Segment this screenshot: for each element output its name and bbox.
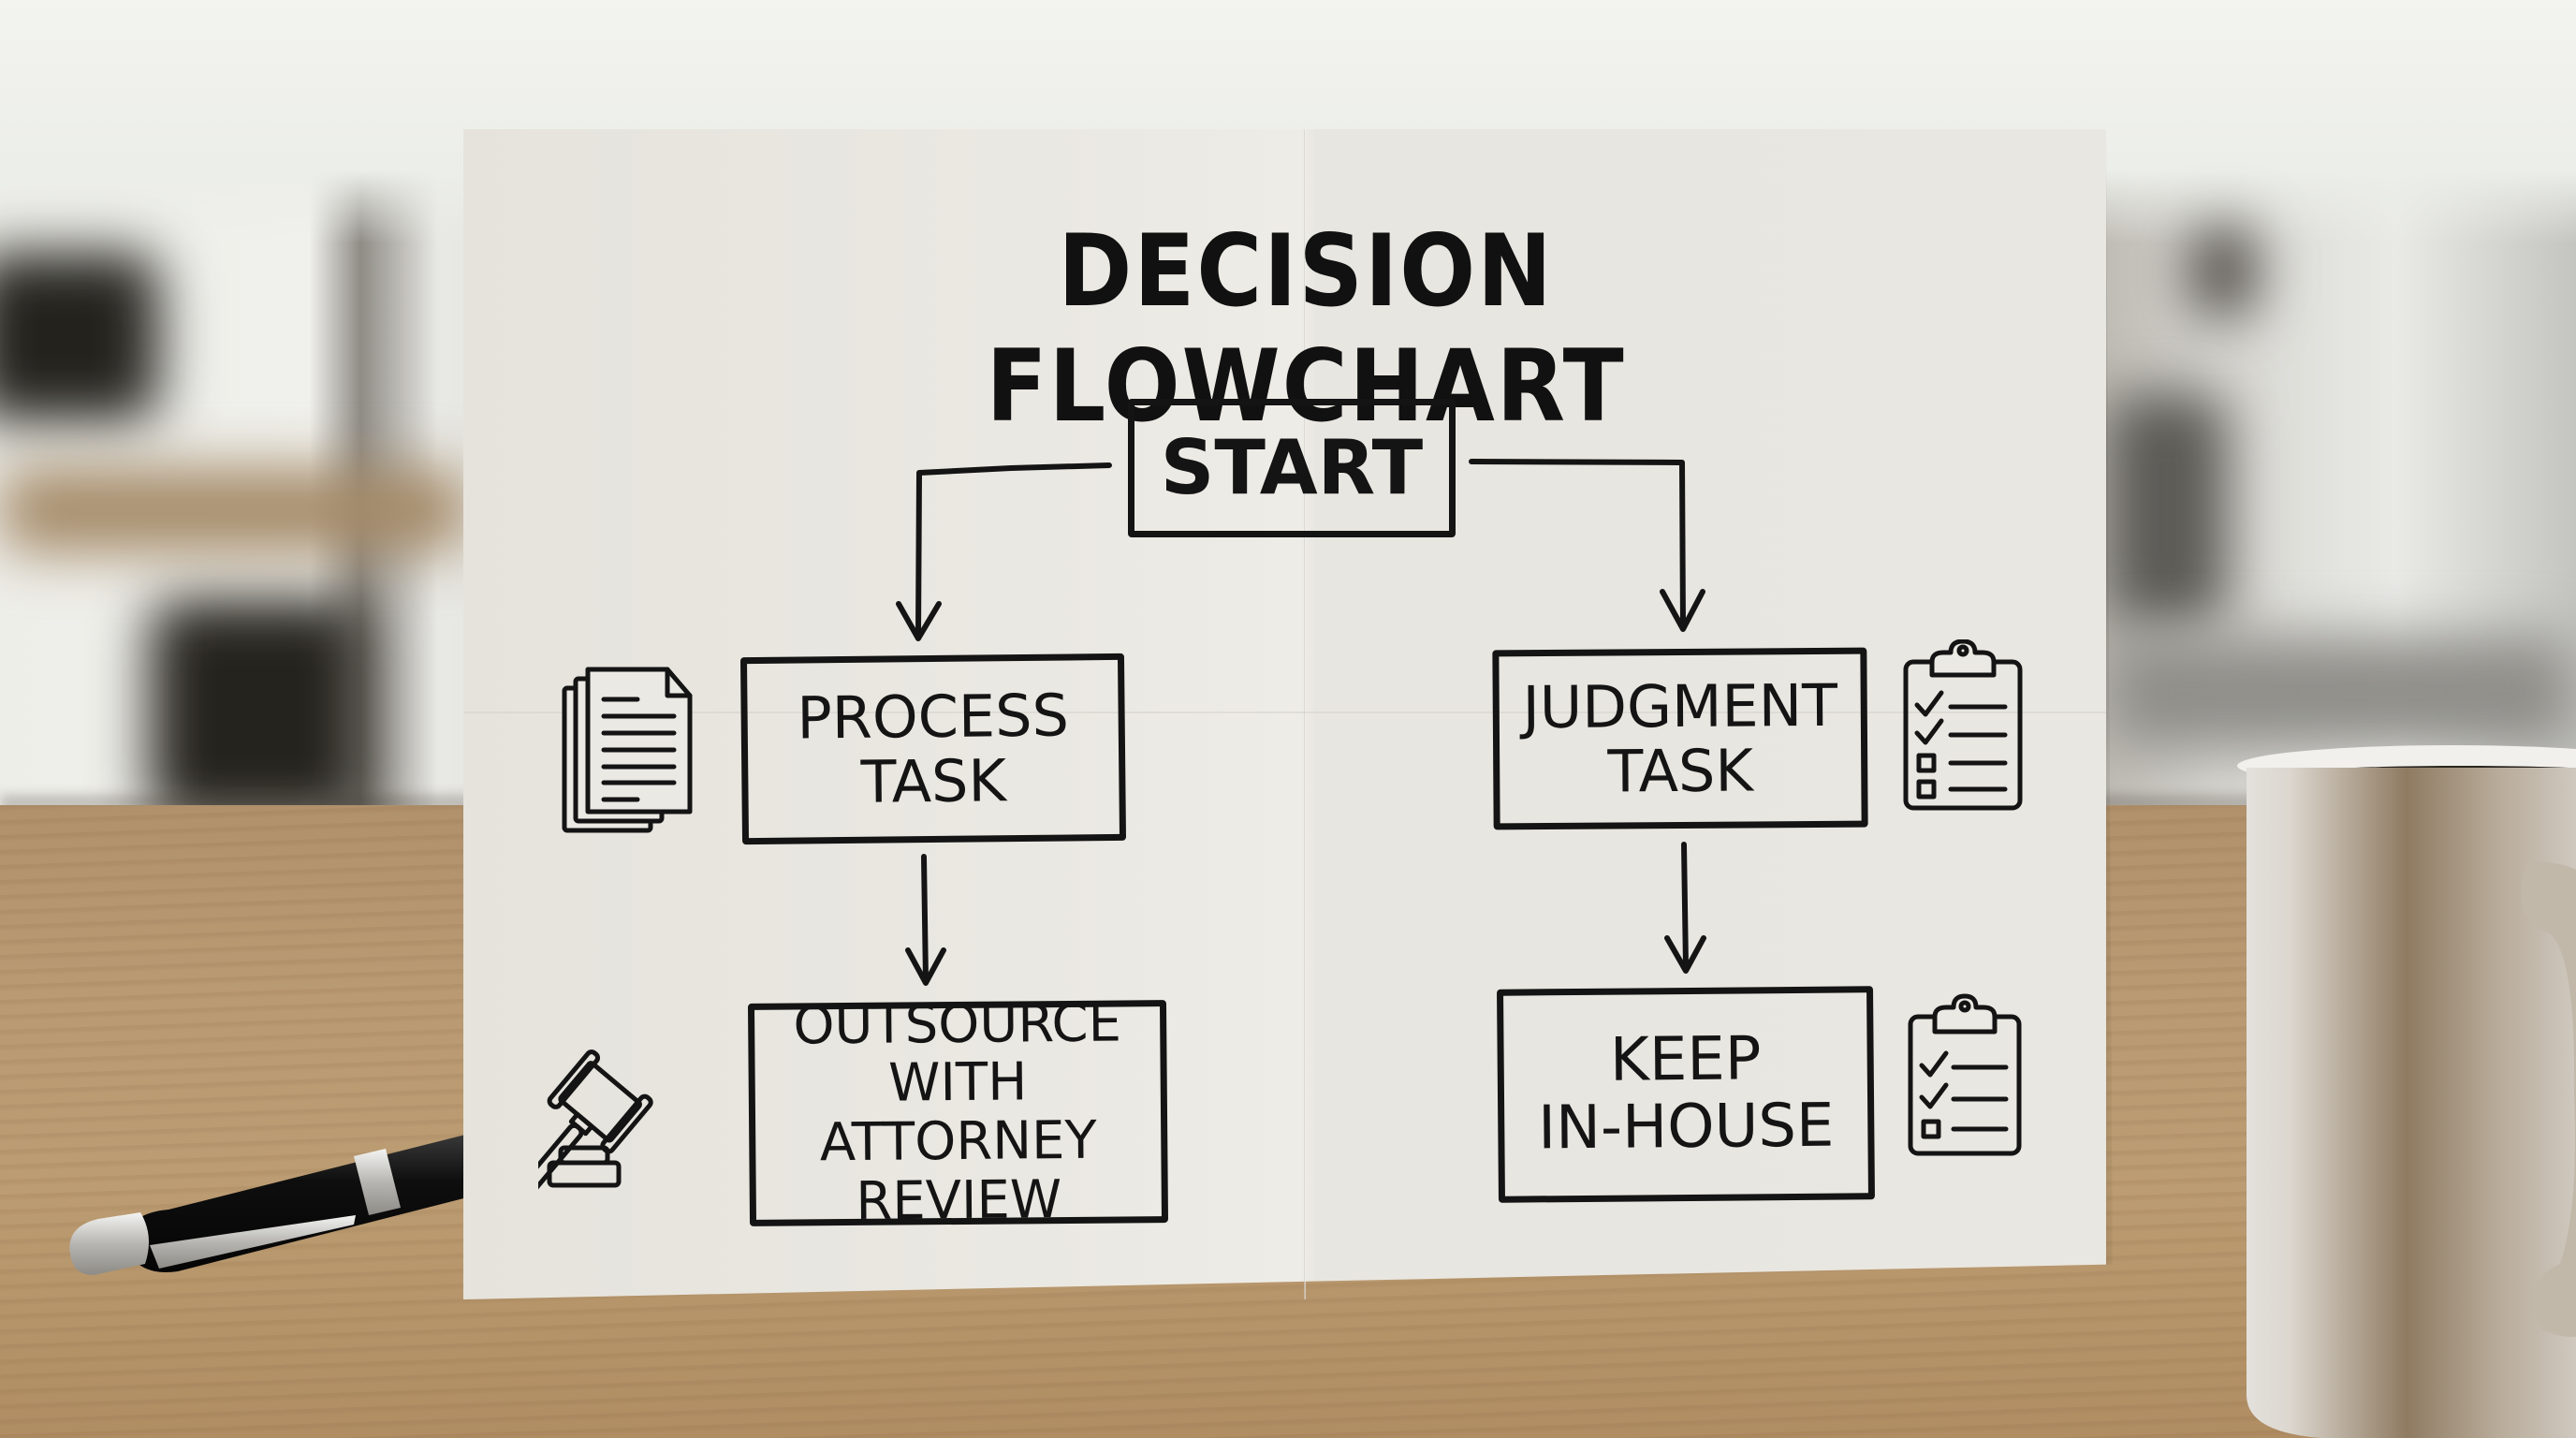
node-process-task-line2: TASK (860, 746, 1007, 816)
node-keep-line2: IN-HOUSE (1537, 1091, 1835, 1164)
clipboard-checklist-icon (1908, 993, 2022, 1156)
node-outsource-line2: WITH ATTORNEY (819, 1051, 1097, 1174)
node-outsource-line3: REVIEW (856, 1168, 1062, 1232)
background-furniture-right (2106, 393, 2228, 627)
document-stack-icon (562, 667, 693, 833)
paper-fold-vertical (1304, 129, 1306, 1299)
clipboard-checklist-icon (1903, 639, 2023, 811)
pen (69, 1133, 482, 1275)
background-dark-furniture-left (0, 253, 159, 421)
node-judgment-task-line2: TASK (1607, 736, 1754, 806)
node-outsource-line1: OUTSOURCE (793, 992, 1122, 1057)
node-judgment-task-line1: JUDGMENT (1522, 670, 1838, 741)
node-start: START (1128, 399, 1456, 537)
background-shelf-right (2106, 637, 2574, 749)
background-cabinet-left (150, 599, 365, 824)
node-keep-line1: KEEP (1609, 1024, 1762, 1096)
coffee-mug (2237, 745, 2576, 1438)
node-outsource: OUTSOURCE WITH ATTORNEY REVIEW (747, 992, 1169, 1232)
node-keep-in-house: KEEP IN-HOUSE (1497, 986, 1875, 1203)
node-start-label: START (1160, 424, 1424, 512)
background-desk-left (0, 468, 468, 552)
background-lamp-right (2190, 225, 2256, 318)
node-judgment-task: JUDGMENT TASK (1492, 647, 1868, 830)
flowchart-title: DECISION FLOWCHART (986, 213, 1626, 444)
paper-sheet (463, 129, 2106, 1299)
node-process-task: PROCESS TASK (739, 653, 1127, 845)
node-process-task-line1: PROCESS (797, 681, 1070, 753)
gavel-icon (538, 1049, 653, 1198)
paper-fold-horizontal (463, 712, 2106, 713)
